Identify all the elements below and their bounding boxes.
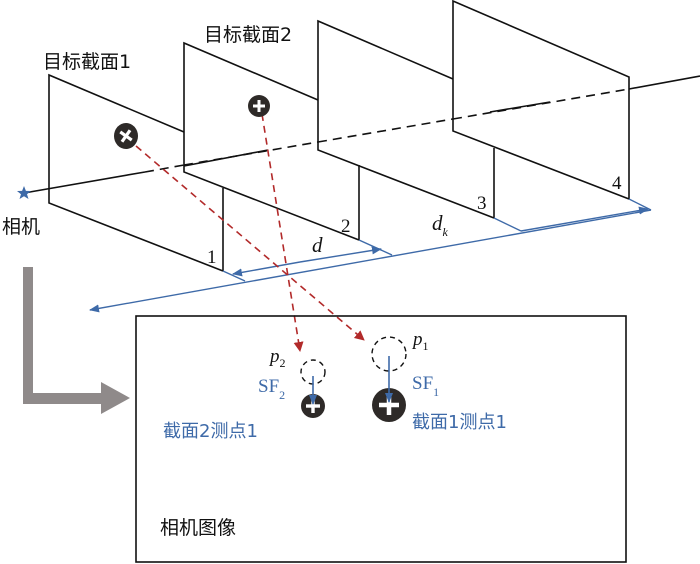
d-arrow-right bbox=[299, 246, 382, 263]
section-plane-3 bbox=[317, 19, 495, 219]
sf1-label: SF1 bbox=[412, 373, 439, 399]
section-plane-4 bbox=[452, 0, 630, 200]
image-marker-section2 bbox=[301, 394, 325, 418]
plane-number-3: 3 bbox=[477, 193, 487, 214]
p1-label: p1 bbox=[411, 329, 429, 353]
section-plane-1 bbox=[48, 73, 224, 272]
plane-number-4: 4 bbox=[612, 173, 622, 194]
plane-number-2: 2 bbox=[341, 216, 351, 237]
ray-section1 bbox=[135, 145, 365, 341]
point-label-section1: 截面1测点1 bbox=[412, 412, 507, 433]
d-arrow-left bbox=[232, 261, 301, 277]
marker-section1-point1 bbox=[114, 123, 138, 149]
camera-image-frame bbox=[135, 315, 627, 563]
section-plane-2 bbox=[183, 41, 360, 241]
gray-flow-arrow bbox=[23, 267, 130, 414]
baseline-arrow bbox=[89, 209, 652, 313]
distance-lines bbox=[89, 198, 652, 313]
camera-label: 相机 bbox=[2, 216, 40, 238]
sf2-label: SF2 bbox=[258, 376, 285, 402]
camera-image-label: 相机图像 bbox=[160, 517, 236, 539]
section1-title: 目标截面1 bbox=[43, 51, 131, 73]
distance-d-label: d bbox=[312, 233, 323, 257]
ray-section2 bbox=[261, 113, 304, 352]
baseline-arrow-forward bbox=[520, 206, 649, 232]
p2-label: p2 bbox=[268, 346, 286, 370]
plane-number-1: 1 bbox=[207, 247, 217, 268]
camera-star-icon bbox=[17, 186, 31, 199]
point-label-section2: 截面2测点1 bbox=[163, 421, 258, 442]
projection-rays bbox=[135, 113, 365, 352]
optical-axis bbox=[23, 75, 700, 194]
marker-section2-point1 bbox=[248, 95, 270, 117]
image-marker-section1 bbox=[372, 388, 406, 422]
predicted-circle-p1 bbox=[371, 336, 407, 372]
distance-dk-label: dk bbox=[432, 211, 449, 239]
section2-title: 目标截面2 bbox=[204, 24, 292, 46]
